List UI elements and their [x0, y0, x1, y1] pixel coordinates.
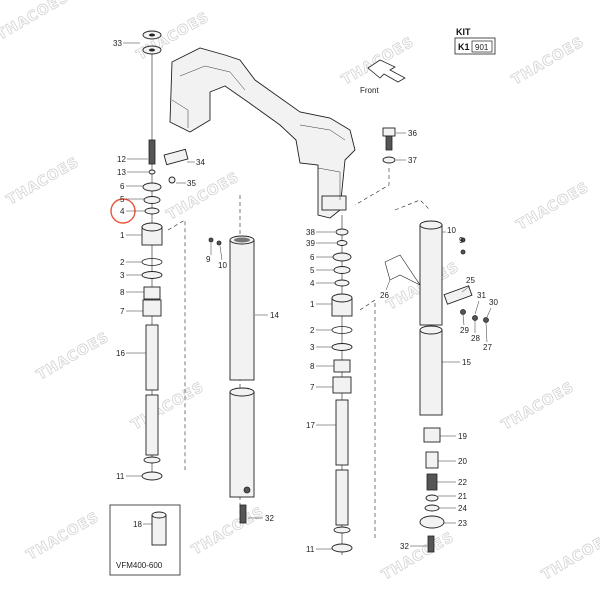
callout-label: 26	[380, 291, 389, 300]
callout-label: 24	[458, 504, 467, 513]
front-arrow: Front	[360, 59, 406, 95]
bolt-and-washer	[354, 127, 396, 206]
callout-label: 34	[196, 158, 205, 167]
watermark: THACOES	[539, 529, 600, 583]
callout-label: 5	[310, 266, 315, 275]
callout-label: 20	[458, 457, 467, 466]
callout-label: 11	[116, 472, 125, 481]
callout-label: 8	[120, 288, 125, 297]
callout-label: 15	[462, 358, 471, 367]
kit-title: KIT	[456, 27, 471, 37]
callout-label: 37	[408, 156, 417, 165]
callouts-left: 33 12 13 6 5 4 1 2 3 8 7 16 11 18	[113, 39, 152, 529]
callout-label: 4	[120, 207, 125, 216]
callout-label: 39	[306, 239, 315, 248]
callout-label: 18	[133, 520, 142, 529]
watermark: THACOES	[514, 179, 592, 233]
callout-label: 5	[120, 195, 125, 204]
callout-label: 22	[458, 478, 467, 487]
callout-label: 19	[458, 432, 467, 441]
callout-label: 13	[117, 168, 126, 177]
callout-label: 30	[489, 298, 498, 307]
callouts-right-col: 36 37 38 39 6 5 4 1 2 3 8 7 17 11	[306, 129, 417, 554]
callout-label: 2	[120, 258, 125, 267]
callout-label: 31	[477, 291, 486, 300]
callout-label: 29	[460, 326, 469, 335]
callout-label: 3	[310, 343, 315, 352]
callouts-far-right: 10 9 25 31 30 29 28 27 26 15 19 20 22 21…	[380, 226, 498, 551]
callout-label: 32	[400, 542, 409, 551]
callout-label: 17	[306, 421, 315, 430]
watermark: THACOES	[189, 504, 267, 558]
kit-code: K1	[458, 42, 470, 52]
callout-label: 36	[408, 129, 417, 138]
watermark-layer: THACOES THACOES THACOES THACOES THACOES …	[0, 0, 600, 584]
callout-label: 9	[206, 255, 211, 264]
callout-label: 1	[120, 231, 125, 240]
right-cylinder-assembly	[331, 215, 376, 555]
callout-label: 38	[306, 228, 315, 237]
callout-label: 6	[310, 253, 315, 262]
bracket-hardware	[163, 148, 222, 246]
callout-label: 33	[113, 39, 122, 48]
callout-label: 16	[116, 349, 125, 358]
callout-label: 1	[310, 300, 315, 309]
callout-label: 10	[447, 226, 456, 235]
watermark: THACOES	[4, 154, 82, 208]
watermark: THACOES	[24, 509, 102, 563]
callout-label: 21	[458, 492, 467, 501]
callout-label: 7	[310, 383, 315, 392]
inset-box: VFM400-600	[109, 504, 181, 576]
inset-label: VFM400-600	[116, 561, 163, 570]
callout-label: 10	[218, 261, 227, 270]
callout-label: 2	[310, 326, 315, 335]
callout-label: 9	[459, 236, 464, 245]
mid-cylinder	[229, 195, 255, 524]
callout-label: 35	[187, 179, 196, 188]
left-cylinder-assembly	[141, 30, 186, 481]
watermark: THACOES	[34, 329, 112, 383]
callout-label: 28	[471, 334, 480, 343]
watermark: THACOES	[499, 379, 577, 433]
callout-label: 4	[310, 279, 315, 288]
callout-label: 6	[120, 182, 125, 191]
watermark: THACOES	[0, 0, 72, 43]
front-label: Front	[360, 86, 379, 95]
kit-number: 901	[475, 43, 489, 52]
callout-label: 23	[458, 519, 467, 528]
callout-label: 8	[310, 362, 315, 371]
callout-label: 7	[120, 307, 125, 316]
watermark: THACOES	[164, 169, 242, 223]
callouts-mid: 34 35 9 10 14 32	[176, 158, 279, 523]
callout-label: 3	[120, 271, 125, 280]
far-right-cylinder	[384, 199, 489, 553]
callout-label: 11	[306, 545, 315, 554]
kit-box: KIT K1 901	[454, 27, 496, 55]
top-bracket	[169, 47, 356, 219]
callout-label: 32	[265, 514, 274, 523]
callout-label: 27	[483, 343, 492, 352]
watermark: THACOES	[379, 529, 457, 583]
watermark: THACOES	[509, 34, 587, 88]
callout-label: 25	[466, 276, 475, 285]
callout-label: 14	[270, 311, 279, 320]
watermark: THACOES	[129, 379, 207, 433]
callout-label: 12	[117, 155, 126, 164]
